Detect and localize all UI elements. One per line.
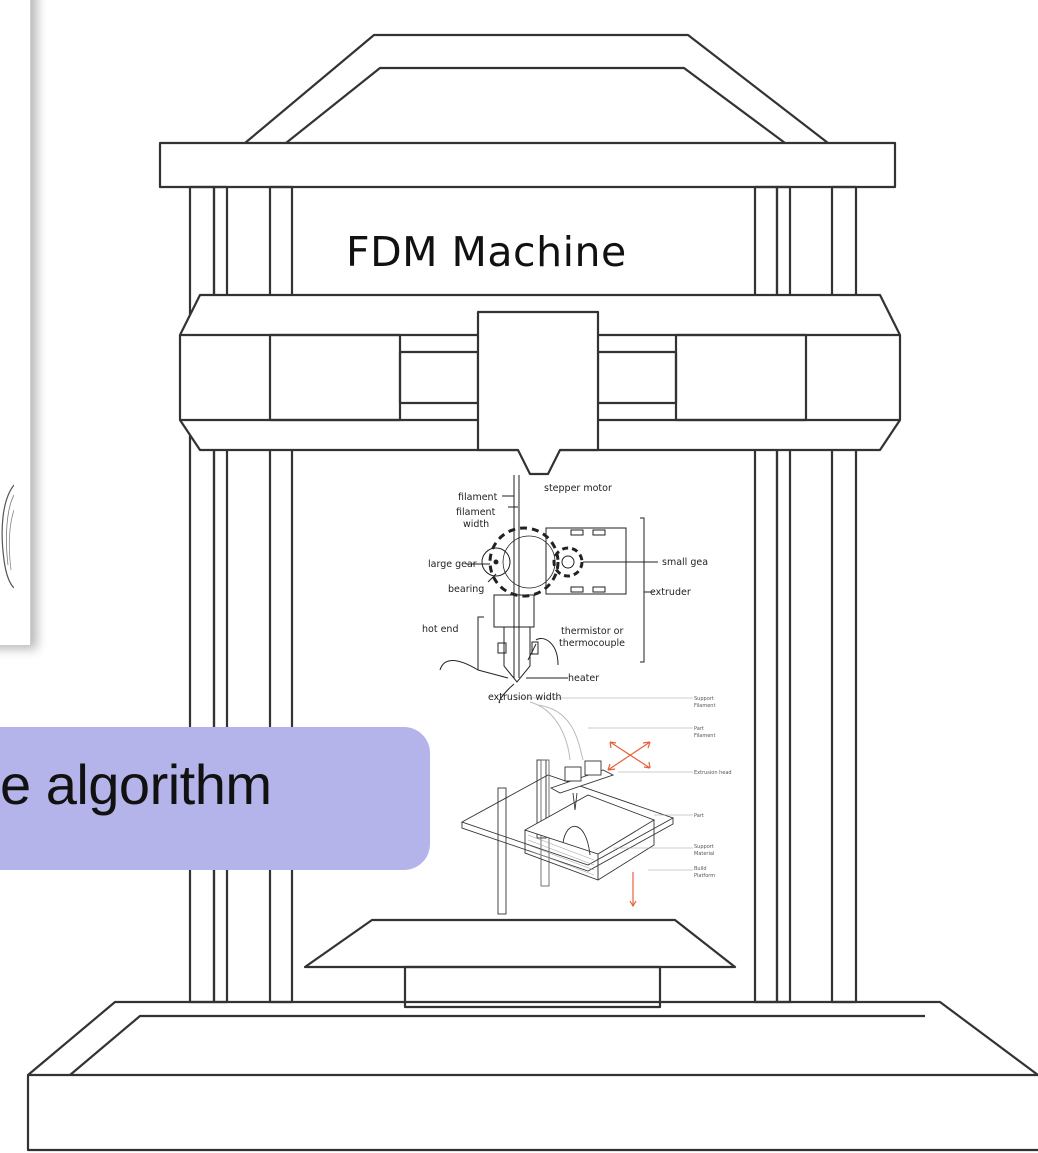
label-thermistor-2: thermocouple [559, 638, 625, 649]
label-support-filament-1: Support [694, 696, 714, 702]
frame-bed [303, 918, 737, 969]
label-support-material-2: Material [694, 851, 714, 857]
label-extrusion-width: extrusion width [488, 692, 562, 703]
bearing [481, 547, 511, 577]
frame-base-top [27, 1000, 1038, 1076]
frame-top-arch [244, 33, 829, 144]
extrusion-head [549, 769, 615, 794]
algorithm-pill [0, 727, 430, 870]
xy-motion-arrow-1 [607, 741, 651, 771]
fdm-process-illustration: filament filament width stepper motor la… [422, 475, 732, 915]
hot-end-block [493, 594, 535, 628]
label-build-platform-1: Build [694, 866, 707, 872]
machine-title: FDM Machine [346, 228, 627, 276]
small-gear [552, 546, 584, 578]
frame-carriage [476, 310, 600, 476]
label-part-filament-2: Filament [694, 733, 715, 739]
frame-base [26, 1073, 1038, 1152]
xy-motion-arrow-2 [609, 741, 651, 769]
stepper-motor-box [545, 527, 627, 595]
label-build-platform-2: Platform [694, 873, 715, 879]
label-small-gear: small gea [662, 557, 708, 568]
label-thermistor-1: thermistor or [561, 626, 623, 637]
label-extruder: extruder [650, 587, 691, 598]
large-gear [488, 526, 560, 598]
label-support-filament-2: Filament [694, 703, 715, 709]
left-card-sketch [1, 484, 14, 589]
label-filament-width-1: filament [456, 507, 496, 518]
frame-top-beam [158, 141, 897, 189]
label-heater: heater [568, 673, 599, 684]
label-filament: filament [458, 492, 498, 503]
algorithm-pill-text: e algorithm [0, 753, 272, 816]
label-stepper-motor: stepper motor [544, 483, 612, 494]
label-part: Part [694, 813, 704, 819]
label-filament-width-2: width [463, 519, 489, 530]
label-large-gear: large gear [428, 559, 477, 570]
label-bearing: bearing [448, 584, 484, 595]
label-extrusion-head: Extrusion head [694, 770, 732, 776]
label-support-material-1: Support [694, 844, 714, 850]
left-side-card [0, 0, 31, 645]
label-hot-end: hot end [422, 624, 458, 635]
heater-block [531, 641, 539, 655]
label-part-filament-1: Part [694, 726, 704, 732]
